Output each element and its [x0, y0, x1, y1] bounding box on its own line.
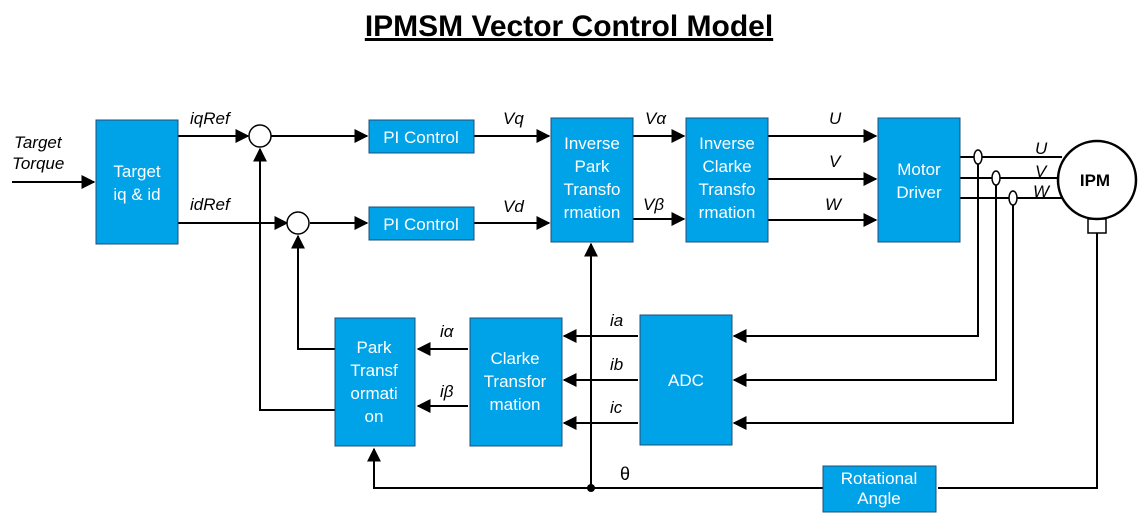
park-line-2: Transf	[350, 361, 398, 380]
target-line-2: iq & id	[113, 185, 160, 204]
label-w: W	[825, 195, 843, 214]
inverse-clarke-block: Inverse Clarke Transfo rmation	[685, 117, 769, 243]
rot-angle-line-1: Rotational	[841, 469, 918, 488]
pi-q-label: PI Control	[383, 128, 459, 147]
park-line-4: on	[365, 407, 384, 426]
pi-control-d-block: PI Control	[368, 206, 475, 241]
label-ibeta: iβ	[440, 382, 454, 401]
park-line-1: Park	[357, 338, 392, 357]
label-iqref: iqRef	[190, 109, 232, 128]
label-u-motor: U	[1035, 139, 1048, 158]
inv-park-line-1: Inverse	[564, 134, 620, 153]
target-iq-id-block: Target iq & id	[95, 119, 179, 245]
encoder-icon	[1087, 218, 1107, 234]
rotational-angle-block: Rotational Angle	[822, 465, 937, 513]
wire-theta-park	[367, 447, 823, 489]
diagram-title: IPMSM Vector Control Model	[364, 10, 774, 43]
clarke-line-1: Clarke	[490, 349, 539, 368]
motor-driver-line-1: Motor	[897, 160, 941, 179]
inv-clarke-line-3: Transfo	[698, 180, 755, 199]
wire-sense-b	[732, 178, 997, 387]
signal-wires	[12, 129, 1098, 492]
current-sensor-w-icon	[1008, 190, 1018, 206]
label-idref: idRef	[190, 195, 232, 214]
inv-park-line-4: rmation	[564, 203, 621, 222]
pi-d-label: PI Control	[383, 215, 459, 234]
label-valpha: Vα	[645, 109, 667, 128]
signal-labels: Target Torque iqRef idRef Vq Vd Vα Vβ U …	[12, 109, 1051, 484]
label-theta: θ	[620, 464, 630, 484]
summing-junction-q	[248, 124, 272, 148]
input-label-line-2: Torque	[12, 154, 64, 173]
label-v-motor: V	[1035, 162, 1048, 181]
summing-junction-d	[286, 211, 310, 235]
adc-label: ADC	[668, 371, 704, 390]
label-v: V	[829, 152, 842, 171]
label-vq: Vq	[503, 109, 524, 128]
clarke-line-2: Transfor	[484, 372, 547, 391]
motor-label: IPM	[1080, 171, 1110, 190]
junction-dot	[587, 484, 595, 492]
wire-feedback-d	[291, 234, 335, 350]
inv-park-line-2: Park	[575, 157, 610, 176]
label-ic: ic	[610, 398, 623, 417]
motor-icon	[1056, 139, 1138, 221]
label-vd: Vd	[503, 197, 524, 216]
park-line-3: ormati	[350, 384, 397, 403]
label-ib: ib	[610, 355, 623, 374]
wire-feedback-q	[253, 147, 335, 411]
current-sensor-u-icon	[973, 149, 983, 165]
wire-sense-c	[732, 198, 1014, 430]
inv-clarke-line-2: Clarke	[702, 157, 751, 176]
adc-block: ADC	[639, 314, 733, 446]
clarke-line-3: mation	[489, 395, 540, 414]
inverse-park-block: Inverse Park Transfo rmation	[550, 117, 634, 243]
wire-encoder	[938, 233, 1098, 489]
motor-driver-block: Motor Driver	[877, 117, 961, 243]
label-vbeta: Vβ	[643, 195, 664, 214]
park-block: Park Transf ormati on	[334, 317, 416, 447]
label-ia: ia	[610, 311, 623, 330]
ipm-motor: IPM	[1056, 139, 1138, 234]
clarke-block: Clarke Transfor mation	[469, 317, 563, 447]
label-w-motor: W	[1033, 182, 1051, 201]
wire-sense-a	[732, 157, 979, 343]
rot-angle-line-2: Angle	[857, 489, 900, 508]
motor-driver-line-2: Driver	[896, 183, 942, 202]
inv-clarke-line-1: Inverse	[699, 134, 755, 153]
pi-control-q-block: PI Control	[368, 119, 475, 154]
inv-clarke-line-4: rmation	[699, 203, 756, 222]
input-label-line-1: Target	[14, 133, 63, 152]
target-line-1: Target	[113, 162, 161, 181]
current-sensor-v-icon	[991, 170, 1001, 186]
label-u: U	[829, 109, 842, 128]
inv-park-line-3: Transfo	[563, 180, 620, 199]
label-ialpha: iα	[440, 322, 455, 341]
